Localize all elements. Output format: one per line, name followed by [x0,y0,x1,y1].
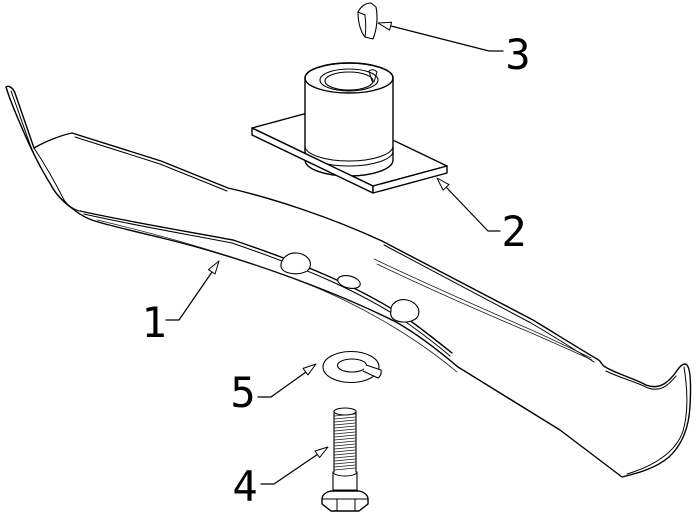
callout-3: 3 [377,21,531,79]
blade-left-wing-fold-line [33,147,80,212]
woodruff-key [357,2,378,40]
callout-5-leader-line [257,371,307,398]
key-outline [357,2,378,40]
callout-5-label: 5 [230,368,255,417]
bolt-threads [334,413,356,471]
callout-1-leader-line [165,271,213,321]
callout-4: 4 [232,446,329,511]
hex-bolt [321,407,369,512]
adapter-hub-top-ellipse [304,62,394,94]
blade-right-jog-double-line [605,370,677,390]
bolt-shank-collar-line [332,471,358,477]
blade-bottom-bevel-line [96,219,458,373]
blade-adapter [251,62,448,194]
bolt-head-facet-lines [336,498,356,512]
bolt-hex-head [321,490,369,512]
callout-4-arrowhead-icon [314,446,329,459]
callout-4-label: 4 [232,462,257,511]
callout-1-label: 1 [141,298,166,347]
washer-inner-ellipse [336,358,368,373]
callout-1: 1 [141,260,220,347]
adapter-bore-inner [324,71,374,91]
callout-2-arrowhead-icon [436,177,450,191]
callout-2-label: 2 [501,207,526,256]
washer-split-cut [362,364,382,379]
callout-4-leader-line [260,453,319,485]
callout-1-arrowhead-icon [207,260,220,275]
callout-3-arrowhead-icon [377,21,393,31]
blade-hole-center [337,274,361,290]
adapter-plate-front-right-face [372,165,448,194]
adapter-bore-keyway-notch [368,69,378,83]
blade-left-wing-inner-line [10,90,42,169]
adapter-hub-ring-line-a [304,145,394,162]
callout-2-leader-line [445,186,501,232]
lock-washer [322,350,382,384]
blade-top-bevel-line-a [373,258,592,359]
blade-left-cutting-edge-double-line [74,136,228,192]
callout-5-arrowhead-icon [302,363,317,376]
blade-top-bevel-line-b [376,263,593,361]
blade [5,85,692,478]
blade-hole-right [390,299,420,323]
callout-3-label: 3 [505,30,530,79]
callout-2: 2 [436,177,527,256]
key-edge-line [357,11,367,38]
callout-3-leader-line [390,25,504,52]
blade-right-wing-inner-line [626,366,688,475]
blade-hole-left [280,252,311,275]
callout-5: 5 [230,363,317,417]
